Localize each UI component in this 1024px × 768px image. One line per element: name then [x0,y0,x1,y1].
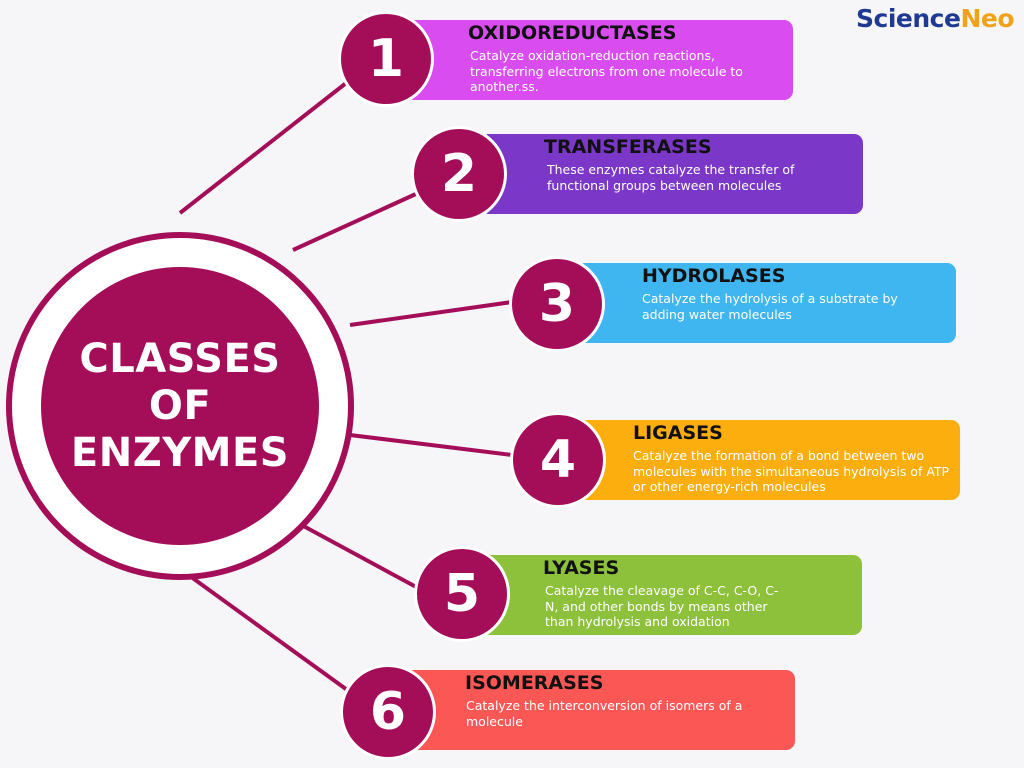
connector-line-6 [174,564,352,694]
logo-text-part2: Neo [960,4,1014,33]
class-title: OXIDOREDUCTASES [468,22,677,44]
class-description: Catalyze oxidation-reduction reactions, … [470,48,743,94]
connector-line-1 [178,78,352,215]
hub-title-line3: ENZYMES [70,429,290,476]
class-title: LYASES [543,557,620,579]
class-card-hydrolases: HYDROLASES Catalyze the hydrolysis of a … [576,263,956,343]
class-number-badge-6: 6 [340,664,436,760]
connector-line-2 [292,191,419,252]
class-title: TRANSFERASES [544,136,712,158]
class-card-ligases: LIGASES Catalyze the formation of a bond… [570,420,960,500]
logo-text-part1: Science [856,4,961,33]
connector-line-5 [295,520,419,590]
sciencneo-logo: ScienceNeo [856,4,1014,33]
class-card-isomerases: ISOMERASES Catalyze the interconversion … [405,670,795,750]
class-description: Catalyze the formation of a bond between… [633,448,950,494]
class-number-badge-1: 1 [338,11,434,107]
class-number-badge-2: 2 [411,126,507,222]
class-description: Catalyze the cleavage of C-C, C-O, C-N, … [545,583,779,629]
hub-title: CLASSES OF ENZYMES [60,336,300,477]
class-number-badge-3: 3 [509,256,605,352]
connector-line-3 [349,300,513,327]
class-card-oxidoreductases: OXIDOREDUCTASES Catalyze oxidation-reduc… [405,20,793,100]
class-description: Catalyze the hydrolysis of a substrate b… [642,291,898,322]
class-description: Catalyze the interconversion of isomers … [466,698,743,729]
class-number-badge-4: 4 [510,412,606,508]
hub-title-line2: OF [148,382,212,429]
connector-line-4 [349,433,513,457]
class-title: HYDROLASES [642,265,786,287]
hub-circle: CLASSES OF ENZYMES [41,267,319,545]
class-description: These enzymes catalyze the transfer of f… [547,162,795,193]
class-title: LIGASES [633,422,723,444]
hub-title-line1: CLASSES [79,335,281,382]
class-number-badge-5: 5 [414,546,510,642]
class-card-lyases: LYASES Catalyze the cleavage of C-C, C-O… [480,555,862,635]
class-title: ISOMERASES [465,672,604,694]
class-card-transferases: TRANSFERASES These enzymes catalyze the … [480,134,863,214]
